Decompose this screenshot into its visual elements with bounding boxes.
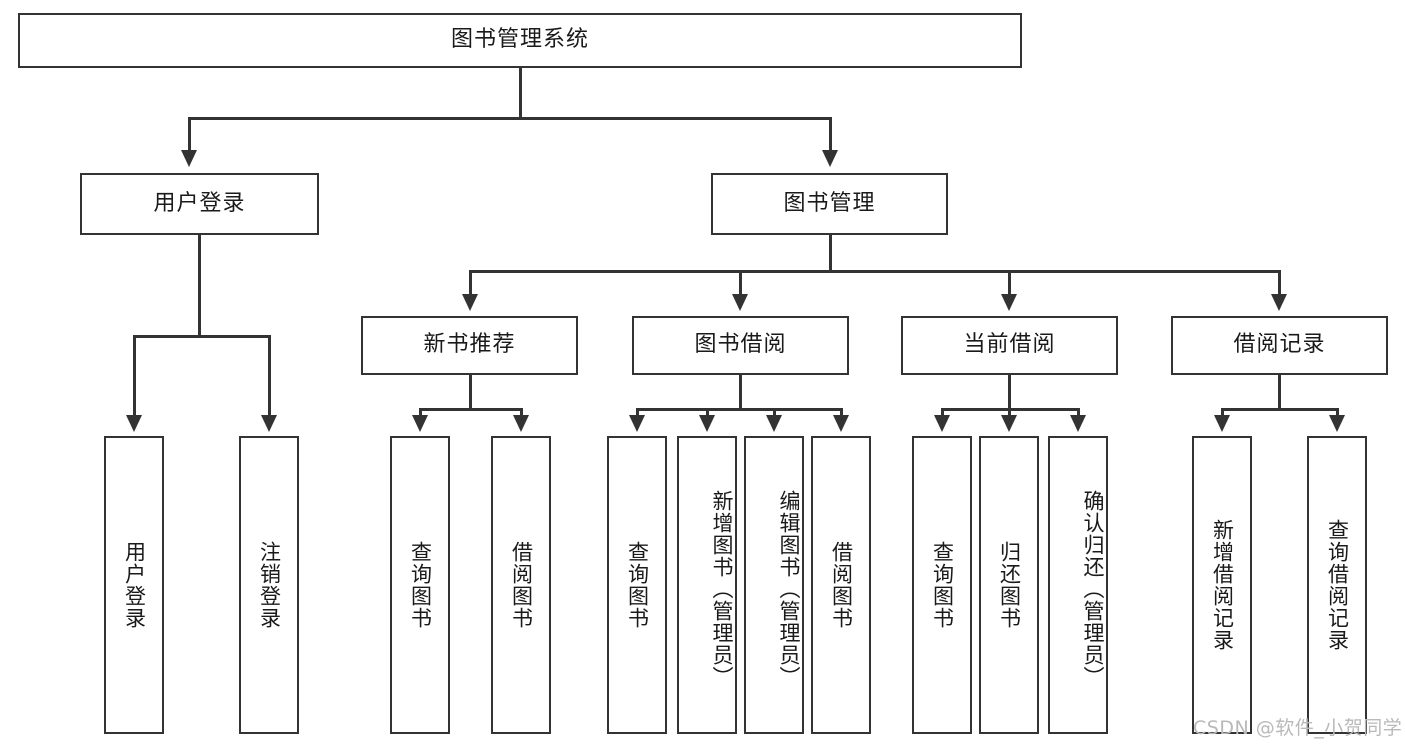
node-current-borrow[interactable]: 当前借阅: [901, 316, 1118, 375]
arrow-user-login-leaf-0: [126, 415, 142, 432]
edge-book-borrow-to-leaf-1: [706, 408, 709, 418]
leaf-current-return-book[interactable]: 归还图书: [979, 436, 1039, 734]
edge-book-borrow-bus: [636, 408, 843, 411]
arrow-to-book-mgmt: [822, 150, 838, 167]
leaf-record-add-record[interactable]: 新增借阅记录: [1192, 436, 1252, 734]
leaf-current-query-book[interactable]: 查询图书: [912, 436, 972, 734]
edge-new-book-stem: [469, 375, 472, 408]
node-borrow-record[interactable]: 借阅记录: [1171, 316, 1388, 375]
edge-book-mgmt-stem: [829, 235, 832, 271]
edge-user-login-to-leaf-0: [133, 335, 136, 418]
arrow-l3-current-borrow: [1001, 294, 1017, 311]
arrow-borrow-record-leaf-1: [1329, 415, 1345, 432]
watermark-csdn: CSDN @软件_小贺同学: [1193, 717, 1403, 739]
edge-root-bus: [188, 117, 831, 120]
edge-borrow-record-to-leaf-1: [1336, 408, 1339, 418]
leaf-user-login[interactable]: 用户登录: [104, 436, 164, 734]
arrow-l3-book-borrow: [732, 294, 748, 311]
leaf-borrow-query-book[interactable]: 查询图书: [607, 436, 667, 734]
edge-new-book-to-leaf-0: [419, 408, 422, 418]
edge-book-mgmt-to-l3-1: [739, 270, 742, 298]
leaf-borrow-add-book-admin[interactable]: 新增图书（管理员）: [677, 436, 737, 734]
arrow-new-book-leaf-1: [513, 415, 529, 432]
edge-borrow-record-bus: [1221, 408, 1338, 411]
leaf-record-query-record[interactable]: 查询借阅记录: [1307, 436, 1367, 734]
edge-root-to-user-login: [188, 117, 191, 153]
leaf-borrow-edit-book-admin[interactable]: 编辑图书（管理员）: [744, 436, 804, 734]
edge-book-mgmt-bus: [469, 270, 1281, 273]
arrow-l3-new-book: [462, 294, 478, 311]
edge-user-login-to-leaf-1: [268, 335, 271, 418]
arrow-current-borrow-leaf-0: [934, 415, 950, 432]
arrow-book-borrow-leaf-0: [629, 415, 645, 432]
edge-new-book-to-leaf-1: [520, 408, 523, 418]
edge-book-mgmt-to-l3-2: [1008, 270, 1011, 298]
edge-user-login-bus: [133, 335, 270, 338]
edge-current-borrow-to-leaf-0: [941, 408, 944, 418]
node-book-borrow[interactable]: 图书借阅: [632, 316, 849, 375]
arrow-book-borrow-leaf-3: [833, 415, 849, 432]
edge-book-borrow-stem: [739, 375, 742, 408]
edge-current-borrow-to-leaf-1: [1008, 408, 1011, 418]
arrow-current-borrow-leaf-2: [1070, 415, 1086, 432]
edge-book-borrow-to-leaf-0: [636, 408, 639, 418]
node-user-login[interactable]: 用户登录: [80, 173, 319, 235]
leaf-current-confirm-return-admin[interactable]: 确认归还（管理员）: [1048, 436, 1108, 734]
edge-root-stem: [519, 68, 522, 117]
leaf-new-book-query-book[interactable]: 查询图书: [390, 436, 450, 734]
edge-book-borrow-to-leaf-2: [773, 408, 776, 418]
edge-user-login-stem: [198, 235, 201, 335]
leaf-new-book-borrow-book[interactable]: 借阅图书: [491, 436, 551, 734]
node-root-system[interactable]: 图书管理系统: [18, 13, 1022, 68]
arrow-new-book-leaf-0: [412, 415, 428, 432]
arrow-current-borrow-leaf-1: [1001, 415, 1017, 432]
leaf-logout-login[interactable]: 注销登录: [239, 436, 299, 734]
arrow-l3-borrow-record: [1271, 294, 1287, 311]
edge-borrow-record-stem: [1278, 375, 1281, 408]
arrow-to-user-login: [181, 150, 197, 167]
edge-borrow-record-to-leaf-0: [1221, 408, 1224, 418]
edge-book-borrow-to-leaf-3: [840, 408, 843, 418]
arrow-book-borrow-leaf-1: [699, 415, 715, 432]
edge-current-borrow-to-leaf-2: [1077, 408, 1080, 418]
arrow-book-borrow-leaf-2: [766, 415, 782, 432]
edge-book-mgmt-to-l3-3: [1278, 270, 1281, 298]
edge-new-book-bus: [419, 408, 523, 411]
node-new-book-recommend[interactable]: 新书推荐: [361, 316, 578, 375]
leaf-borrow-borrow-book[interactable]: 借阅图书: [811, 436, 871, 734]
arrow-user-login-leaf-1: [261, 415, 277, 432]
edge-current-borrow-stem: [1008, 375, 1011, 408]
edge-root-to-book-mgmt: [829, 117, 832, 153]
node-book-management[interactable]: 图书管理: [711, 173, 948, 235]
edge-current-borrow-bus: [941, 408, 1080, 411]
arrow-borrow-record-leaf-0: [1214, 415, 1230, 432]
edge-book-mgmt-to-l3-0: [469, 270, 472, 298]
